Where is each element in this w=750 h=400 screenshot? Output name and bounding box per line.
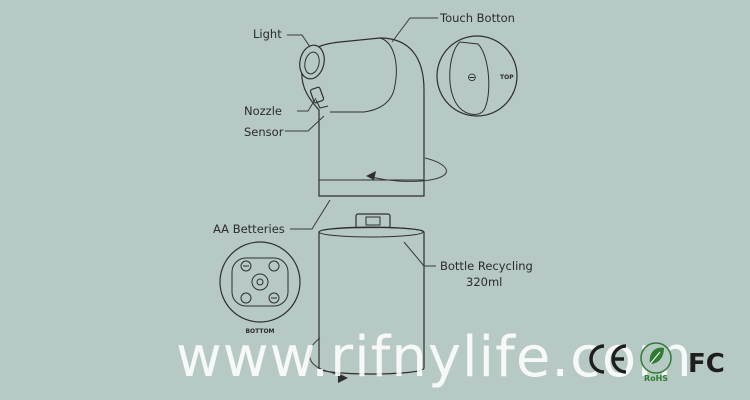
sensor-label: Sensor (244, 125, 284, 139)
rotate-arrow-lower (309, 337, 348, 383)
nozzle-part (309, 86, 329, 109)
nozzle-label: Nozzle (244, 104, 282, 118)
minus-button-icon: ⊖ (467, 70, 477, 84)
bottom-view-label: BOTTOM (245, 328, 274, 335)
touch-button-label: Touch Botton (439, 11, 515, 25)
bottle-recycling-label: Bottle Recycling (440, 259, 533, 273)
light-label: Light (253, 27, 282, 41)
bottle-volume-label: 320ml (466, 275, 502, 289)
rotate-arrow-upper (366, 157, 447, 182)
callout-lines (285, 17, 438, 267)
rohs-badge-icon: RoHS (640, 342, 672, 383)
bottom-view-inset: BOTTOM (219, 241, 301, 335)
batteries-label: AA Betteries (213, 222, 285, 236)
top-view-inset: ⊖ TOP (436, 35, 518, 117)
fcc-mark-icon: FC (688, 349, 725, 379)
fcc-label: FC (688, 349, 725, 379)
top-view-label: TOP (500, 74, 514, 81)
refill-bottle (309, 213, 425, 383)
website-watermark: www.rifnylife.com (176, 325, 693, 390)
ce-mark-icon (589, 344, 627, 374)
dispenser-head (299, 37, 447, 197)
rohs-label: RoHS (644, 374, 668, 383)
